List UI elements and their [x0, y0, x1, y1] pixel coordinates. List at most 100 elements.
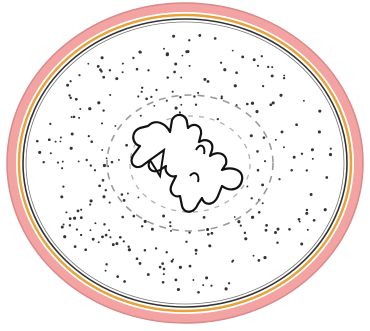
- cytoplasm-dot: [166, 52, 169, 55]
- cytoplasm-dot: [147, 69, 149, 71]
- cytoplasm-dot: [253, 255, 255, 257]
- cytoplasm-dot: [300, 243, 303, 246]
- cytoplasm-dot: [89, 229, 91, 231]
- cytoplasm-dot: [225, 287, 228, 290]
- cytoplasm-dot: [109, 236, 111, 238]
- cytoplasm-dot: [193, 95, 195, 97]
- cytoplasm-dot: [318, 130, 321, 133]
- cytoplasm-dot: [125, 144, 128, 147]
- cytoplasm-dot: [269, 103, 272, 106]
- cytoplasm-dot: [60, 195, 63, 198]
- cytoplasm-dot: [106, 157, 108, 159]
- cytoplasm-dot: [74, 245, 77, 248]
- cytoplasm-dot: [258, 211, 261, 214]
- cytoplasm-dot: [217, 118, 219, 120]
- cytoplasm-dot: [103, 164, 106, 167]
- cytoplasm-dot: [102, 179, 105, 182]
- cytoplasm-dot: [102, 76, 105, 79]
- cytoplasm-dot: [97, 101, 100, 104]
- cytoplasm-dot: [102, 195, 105, 198]
- cytoplasm-dot: [283, 146, 285, 148]
- cytoplasm-dot: [211, 232, 214, 235]
- cytoplasm-dot: [141, 91, 143, 93]
- cytoplasm-dot: [293, 156, 296, 159]
- cytoplasm-dot: [145, 97, 148, 100]
- cytoplasm-dot: [69, 224, 71, 226]
- cytoplasm-dot: [202, 284, 204, 286]
- cytoplasm-dot: [207, 233, 210, 236]
- cytoplasm-dot: [234, 84, 237, 87]
- cytoplasm-dot: [103, 223, 105, 225]
- cytoplasm-dot: [61, 167, 63, 169]
- cytoplasm-dot: [141, 225, 143, 227]
- cytoplasm-dot: [115, 242, 118, 245]
- cytoplasm-dot: [92, 238, 95, 241]
- cytoplasm-dot: [118, 159, 120, 161]
- cytoplasm-dot: [127, 245, 129, 247]
- cytoplasm-dot: [153, 105, 155, 107]
- cytoplasm-dot: [62, 161, 64, 163]
- cytoplasm-dot: [288, 228, 291, 231]
- cytoplasm-dot: [279, 94, 282, 97]
- cytoplasm-dot: [241, 55, 244, 58]
- cytoplasm-dot: [73, 217, 76, 220]
- cytoplasm-dot: [180, 77, 182, 79]
- cytoplasm-dot: [105, 270, 107, 272]
- cytoplasm-dot: [137, 95, 139, 97]
- cytoplasm-dot: [272, 101, 275, 104]
- cytoplasm-dot: [163, 48, 165, 50]
- cytoplasm-dot: [246, 186, 248, 188]
- cytoplasm-dot: [42, 161, 44, 163]
- cytoplasm-dot: [69, 80, 71, 82]
- cytoplasm-dot: [116, 275, 119, 278]
- cytoplasm-dot: [234, 216, 236, 218]
- cytoplasm-dot: [59, 141, 61, 143]
- cytoplasm-dot: [161, 262, 164, 265]
- cytoplasm-dot: [132, 57, 134, 59]
- cytoplasm-dot: [283, 75, 285, 77]
- cytoplasm-dot: [173, 71, 176, 74]
- cytoplasm-dot: [262, 202, 264, 204]
- cytoplasm-dot: [77, 210, 80, 213]
- cytoplasm-dot: [71, 116, 73, 118]
- cytoplasm-dot: [122, 71, 124, 73]
- cytoplasm-dot: [261, 183, 264, 186]
- cytoplasm-dot: [232, 50, 234, 52]
- cytoplasm-dot: [109, 202, 111, 204]
- cytoplasm-dot: [329, 153, 332, 156]
- cytoplasm-dot: [123, 280, 126, 283]
- cytoplasm-dot: [111, 161, 114, 164]
- cytoplasm-dot: [246, 103, 249, 106]
- cytoplasm-dot: [263, 256, 266, 259]
- cytoplasm-dot: [139, 262, 142, 265]
- cytoplasm-dot: [237, 220, 240, 223]
- cytoplasm-dot: [262, 85, 264, 87]
- cytoplasm-dot: [307, 229, 309, 231]
- cytoplasm-dot: [127, 193, 129, 195]
- cytoplasm-dot: [49, 123, 51, 125]
- cytoplasm-dot: [166, 76, 168, 78]
- cytoplasm-dot: [223, 68, 226, 71]
- cytoplasm-dot: [203, 216, 206, 219]
- cytoplasm-dot: [162, 215, 165, 218]
- cytoplasm-dot: [88, 107, 91, 110]
- cytoplasm-dot: [255, 110, 258, 113]
- cytoplasm-dot: [101, 56, 104, 59]
- cytoplasm-dot: [207, 80, 210, 83]
- cytoplasm-dot: [89, 204, 91, 206]
- cytoplasm-dot: [170, 230, 172, 232]
- cytoplasm-dot: [88, 135, 90, 137]
- cytoplasm-dot: [105, 234, 108, 237]
- cytoplasm-dot: [174, 63, 177, 66]
- cytoplasm-dot: [90, 140, 93, 143]
- cytoplasm-dot: [197, 92, 199, 94]
- cytoplasm-dot: [38, 151, 41, 154]
- cytoplasm-dot: [251, 102, 254, 105]
- cytoplasm-dot: [220, 62, 222, 64]
- cytoplasm-dot: [208, 244, 211, 247]
- cytoplasm-dot: [76, 228, 78, 230]
- cytoplasm-dot: [281, 130, 284, 133]
- cytoplasm-dot: [264, 160, 266, 162]
- cytoplasm-dot: [275, 139, 277, 141]
- cytoplasm-dot: [189, 265, 192, 268]
